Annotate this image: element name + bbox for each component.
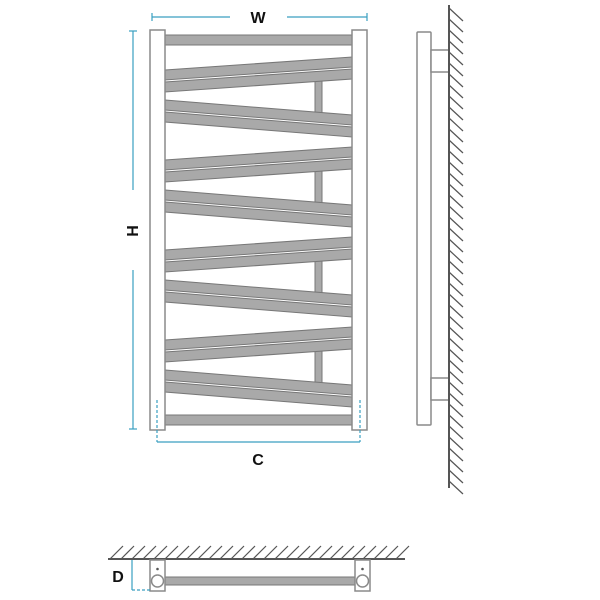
hatch-line	[340, 545, 355, 560]
hatch-line	[448, 62, 464, 77]
right-post	[351, 29, 368, 431]
hatch-line	[448, 194, 464, 209]
hatch-line	[263, 545, 278, 560]
hatch-line	[241, 545, 256, 560]
hatch-line	[373, 545, 388, 560]
bracket-screw	[361, 567, 364, 571]
wall-bracket-top	[430, 49, 450, 73]
hatch-line	[448, 18, 464, 33]
hatch-line	[448, 348, 464, 363]
width-label: W	[250, 10, 266, 27]
hatch-line	[274, 545, 289, 560]
hatch-line	[318, 545, 333, 560]
hatch-line	[448, 315, 464, 330]
hatch-line	[448, 73, 464, 88]
hatch-line	[329, 545, 344, 560]
pipe-right	[355, 574, 370, 588]
hatch-line	[131, 545, 146, 560]
hatch-line	[175, 545, 190, 560]
hatch-line	[448, 40, 464, 55]
hatch-line	[448, 216, 464, 231]
hatch-line	[448, 458, 464, 473]
hatch-line	[448, 370, 464, 385]
zigzag-bars	[164, 34, 353, 426]
top-view-bar	[164, 576, 356, 586]
hatch-line	[448, 447, 464, 462]
hatch-line	[448, 469, 464, 484]
hatch-line	[448, 106, 464, 121]
hatch-line	[448, 84, 464, 99]
centers-label: C	[252, 452, 264, 469]
hatch-line	[448, 293, 464, 308]
hatch-line	[153, 545, 168, 560]
hatch-line	[448, 29, 464, 44]
hatch-line	[448, 337, 464, 352]
hatch-line	[219, 545, 234, 560]
top-bar	[164, 34, 353, 46]
hatch-line	[448, 381, 464, 396]
hatch-line	[448, 51, 464, 66]
hatch-line	[296, 545, 311, 560]
hatch-line	[164, 545, 179, 560]
hatch-line	[448, 183, 464, 198]
left-post	[149, 29, 166, 431]
hatch-line	[307, 545, 322, 560]
hatch-line	[448, 7, 464, 22]
hatch-line	[448, 480, 464, 495]
hatch-line	[448, 128, 464, 143]
hatch-line	[448, 392, 464, 407]
hatch-line	[448, 227, 464, 242]
hatch-line	[448, 205, 464, 220]
hatch-line	[197, 545, 212, 560]
hatch-line	[448, 95, 464, 110]
hatch-line	[208, 545, 223, 560]
hatch-line	[448, 271, 464, 286]
hatch-line	[448, 326, 464, 341]
hatch-line	[448, 414, 464, 429]
hatch-line	[384, 545, 399, 560]
hatch-line	[448, 117, 464, 132]
hatch-line	[448, 161, 464, 176]
hatch-line	[448, 304, 464, 319]
hatch-line	[448, 238, 464, 253]
wall-bracket-bottom	[430, 377, 450, 401]
hatch-line	[448, 260, 464, 275]
height-label: H	[125, 225, 142, 237]
depth-label: D	[112, 569, 124, 586]
hatch-line	[448, 359, 464, 374]
hatch-line	[448, 249, 464, 264]
hatch-line	[109, 545, 124, 560]
hatch-line	[186, 545, 201, 560]
hatch-line	[142, 545, 157, 560]
hatch-line	[448, 172, 464, 187]
hatch-line	[448, 425, 464, 440]
front-view: W H C	[125, 10, 368, 469]
hatch-line	[351, 545, 366, 560]
wall-hatching	[448, 7, 464, 495]
hatch-line	[285, 545, 300, 560]
hatch-line	[448, 282, 464, 297]
side-view	[416, 5, 464, 495]
hatch-line	[395, 545, 410, 560]
wall-hatching	[109, 545, 410, 560]
hatch-line	[448, 139, 464, 154]
hatch-line	[448, 436, 464, 451]
side-rail	[416, 31, 432, 426]
hatch-line	[252, 545, 267, 560]
top-view: D	[108, 545, 410, 592]
hatch-line	[362, 545, 377, 560]
pipe-left	[150, 574, 165, 588]
hatch-line	[448, 403, 464, 418]
hatch-line	[230, 545, 245, 560]
hatch-line	[120, 545, 135, 560]
bracket-screw	[156, 567, 159, 571]
hatch-line	[448, 150, 464, 165]
bottom-bar	[164, 414, 353, 426]
